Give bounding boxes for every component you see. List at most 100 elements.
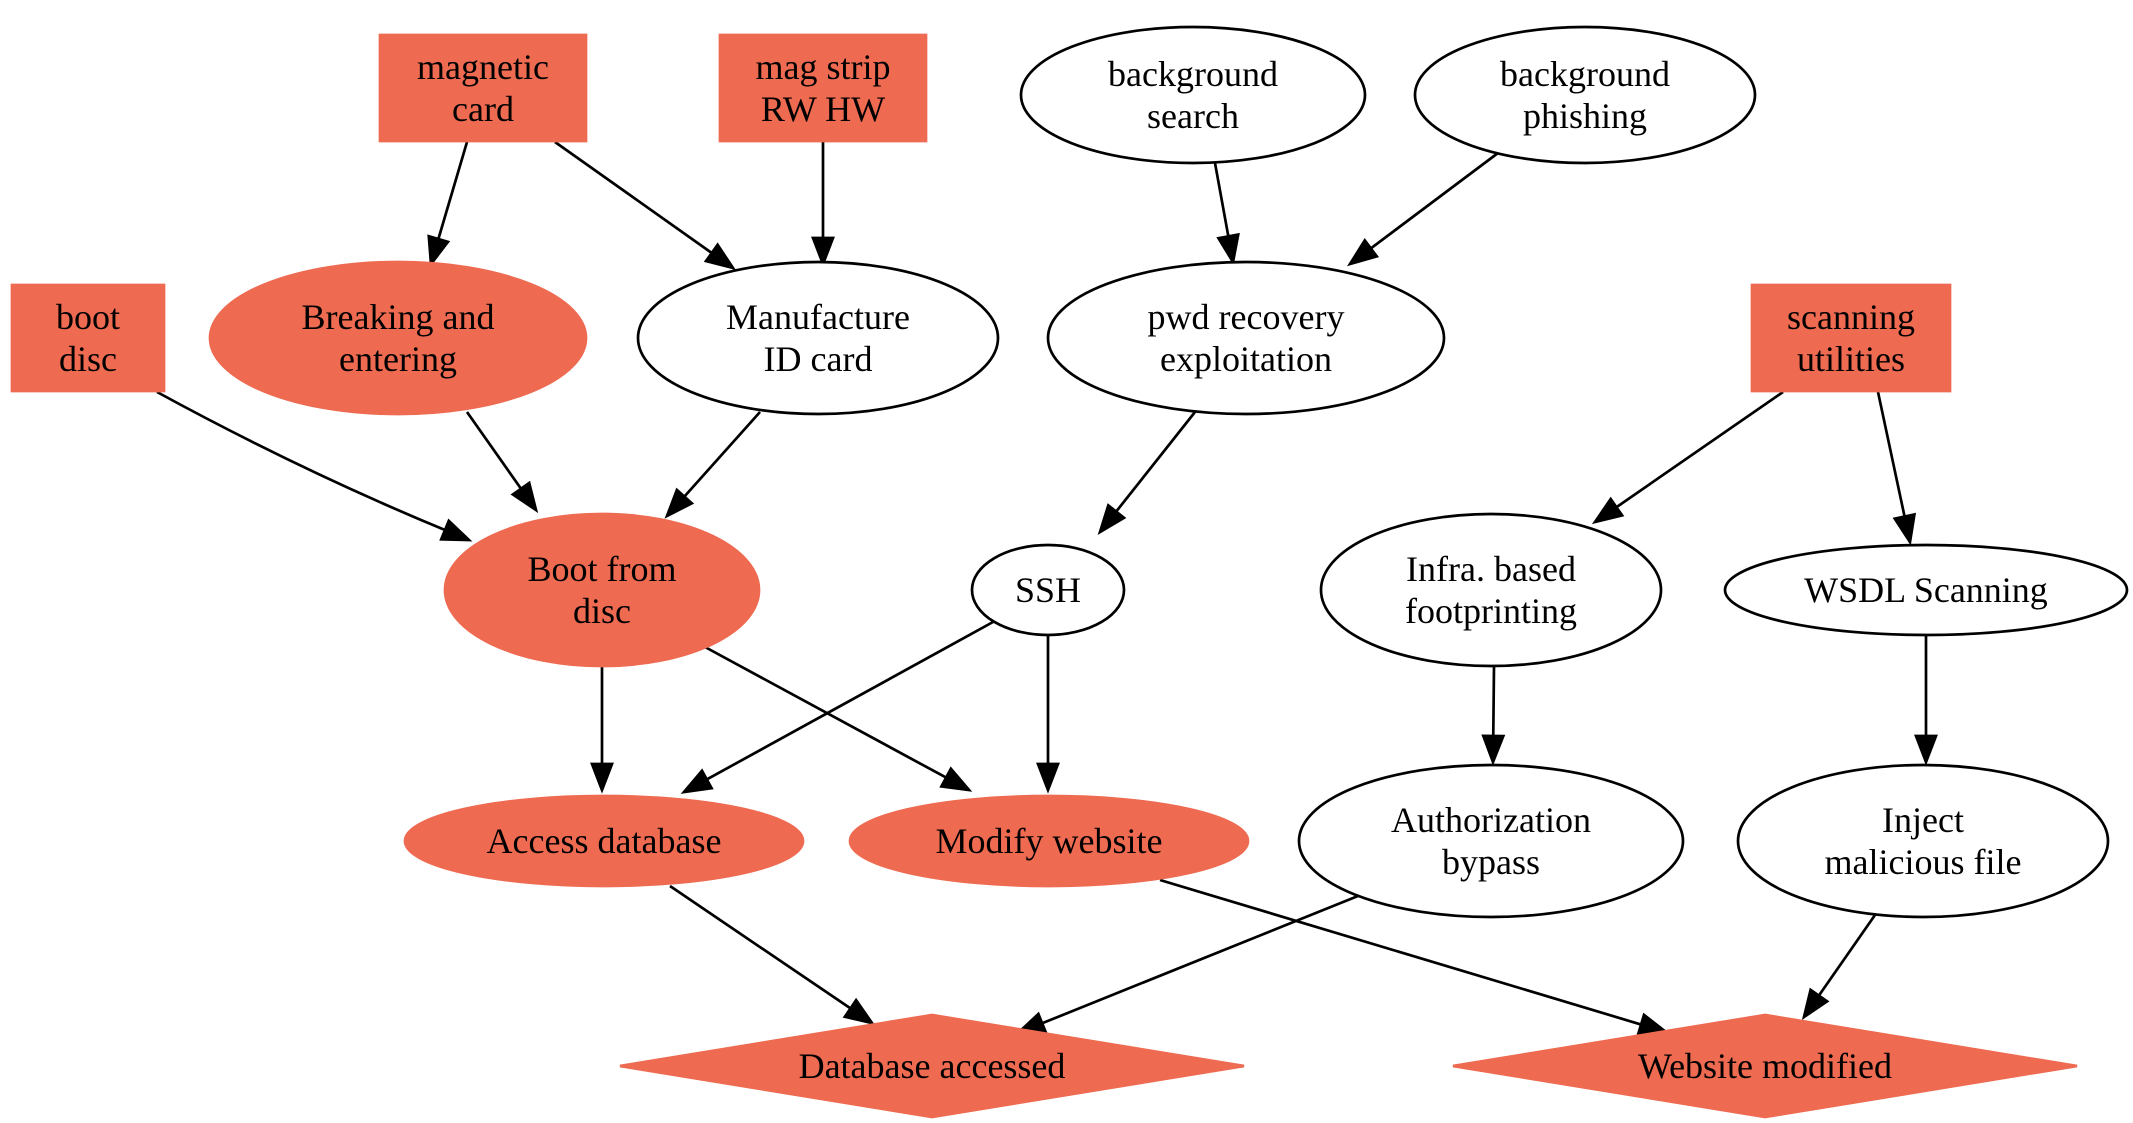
edge-bg_phishing-to-pwd_recovery — [1346, 151, 1499, 267]
edge-line — [465, 411, 523, 490]
node-ellipse — [1736, 763, 2110, 919]
edge-line — [1115, 411, 1197, 513]
arrowhead — [1481, 734, 1506, 766]
node-box — [718, 33, 928, 143]
node-ellipse — [208, 260, 588, 416]
arrowhead — [842, 997, 876, 1026]
node-label-line: disc — [573, 591, 631, 631]
node-label-line: search — [1147, 96, 1239, 136]
arrowhead — [427, 234, 451, 268]
node-ellipse — [848, 794, 1250, 888]
node-modify-web: Modify website — [848, 794, 1250, 888]
node-ellipse — [403, 794, 805, 888]
edge-line — [1876, 391, 1906, 517]
edge-line — [669, 884, 852, 1010]
node-ellipse — [1046, 260, 1446, 416]
edge-scanning-to-infra — [1591, 390, 1784, 525]
node-access-db: Access database — [403, 794, 805, 888]
edge-ssh-to-modify_web — [1036, 635, 1060, 794]
node-label-line: boot — [56, 297, 120, 337]
node-label-line: WSDL Scanning — [1804, 570, 2048, 610]
node-web-modified: Website modified — [1452, 1013, 2078, 1119]
edge-line — [1491, 665, 1496, 737]
edge-line — [1159, 878, 1642, 1026]
node-label-line: magnetic — [417, 47, 549, 87]
arrowhead — [1801, 987, 1830, 1021]
node-ellipse — [1297, 763, 1685, 919]
node-ellipse — [1319, 512, 1663, 668]
node-ellipse — [1723, 543, 2129, 637]
node-label-line: exploitation — [1160, 339, 1332, 379]
arrowhead — [703, 242, 737, 271]
edge-line — [1041, 894, 1359, 1025]
node-label-line: malicious file — [1825, 842, 2022, 882]
node-label-line: Infra. based — [1406, 549, 1576, 589]
edge-line — [706, 620, 994, 781]
node-label-line: disc — [59, 339, 117, 379]
node-label-line: card — [452, 89, 514, 129]
node-diamond — [1452, 1013, 2078, 1119]
arrowhead — [510, 480, 539, 514]
node-label-line: ID card — [764, 339, 873, 379]
node-label-line: background — [1500, 54, 1670, 94]
edge-breaking-to-boot_from — [465, 411, 539, 514]
node-box — [1750, 283, 1952, 393]
edge-magnetic_card-to-breaking — [427, 141, 469, 268]
node-wsdl: WSDL Scanning — [1723, 543, 2129, 637]
arrowhead — [939, 766, 973, 792]
edge-line — [1615, 390, 1784, 509]
edge-inject-to-web_modified — [1801, 914, 1877, 1021]
node-db-accessed: Database accessed — [619, 1013, 1245, 1119]
node-label-line: Manufacture — [726, 297, 910, 337]
edge-auth_bypass-to-db_accessed — [1014, 894, 1359, 1035]
arrowhead — [680, 768, 714, 794]
node-ellipse — [443, 512, 761, 668]
node-label-line: bypass — [1442, 842, 1540, 882]
arrowhead — [1892, 512, 1917, 546]
edge-bg_search-to-pwd_recovery — [1213, 162, 1240, 266]
arrowhead — [590, 762, 614, 794]
node-ellipse — [1413, 25, 1757, 165]
arrowhead — [664, 487, 695, 519]
node-label-line: background — [1108, 54, 1278, 94]
edge-wsdl-to-inject — [1914, 635, 1938, 766]
node-diamond — [619, 1013, 1245, 1119]
edge-ssh-to-access_db — [680, 620, 994, 794]
edge-manufacture-to-boot_from — [664, 411, 762, 519]
arrowhead — [1914, 734, 1938, 766]
edge-scanning-to-wsdl — [1876, 391, 1917, 546]
node-label-line: mag strip — [756, 47, 891, 87]
node-ellipse — [636, 260, 1000, 416]
arrowhead — [1216, 232, 1240, 266]
arrowhead — [1097, 503, 1127, 535]
edge-line — [437, 141, 469, 240]
edge-access_db-to-db_accessed — [669, 884, 876, 1026]
edge-line — [1369, 151, 1499, 250]
edge-line — [156, 390, 446, 532]
edge-boot_disc-to-boot_from — [156, 390, 473, 542]
node-label-line: Website modified — [1638, 1046, 1892, 1086]
node-label-line: RW HW — [761, 89, 885, 129]
arrowhead — [1346, 238, 1380, 267]
node-label-line: Inject — [1882, 800, 1964, 840]
node-label-line: utilities — [1797, 339, 1905, 379]
edge-line — [683, 411, 762, 498]
node-ellipse — [1019, 25, 1367, 165]
node-label-line: Access database — [487, 821, 722, 861]
node-label-line: Modify website — [936, 821, 1163, 861]
node-label-line: scanning — [1787, 297, 1915, 337]
